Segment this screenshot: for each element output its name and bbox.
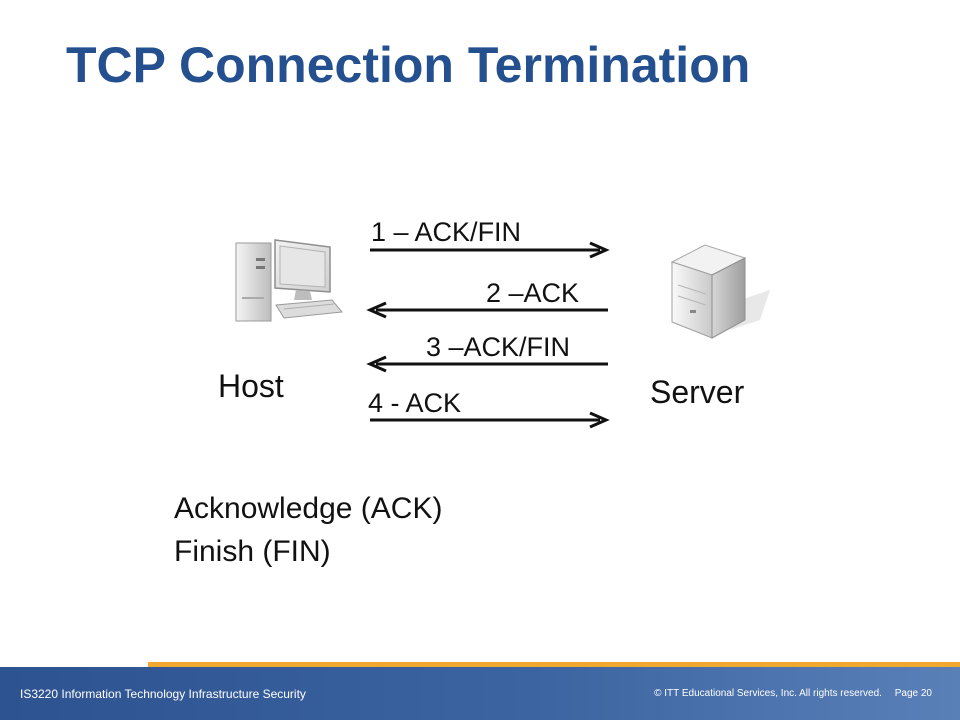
host-label: Host <box>218 368 284 404</box>
message-label-2: 2 –ACK <box>486 278 580 308</box>
desktop-computer-icon <box>235 239 343 322</box>
footer-copyright: © ITT Educational Services, Inc. All rig… <box>654 688 882 699</box>
message-label-4: 4 - ACK <box>368 388 462 418</box>
message-arrow-2 <box>366 301 608 319</box>
message-label-3: 3 –ACK/FIN <box>426 332 571 362</box>
legend-ack: Acknowledge (ACK) <box>174 492 443 525</box>
footer-course: IS3220 Information Technology Infrastruc… <box>20 687 306 701</box>
message-arrow-4 <box>370 411 610 429</box>
message-arrow-3 <box>366 355 608 373</box>
message-arrow-1 <box>370 241 610 259</box>
server-label: Server <box>650 374 745 410</box>
footer-right: © ITT Educational Services, Inc. All rig… <box>644 688 932 699</box>
footer-bar <box>0 667 960 720</box>
footer-page-number: Page 20 <box>894 688 932 699</box>
slide-title: TCP Connection Termination <box>66 37 751 93</box>
footer-accent <box>148 662 960 667</box>
legend: Acknowledge (ACK) Finish (FIN) <box>174 487 442 573</box>
legend-fin: Finish (FIN) <box>174 535 331 568</box>
message-label-1: 1 – ACK/FIN <box>371 217 522 247</box>
server-icon <box>670 244 770 339</box>
